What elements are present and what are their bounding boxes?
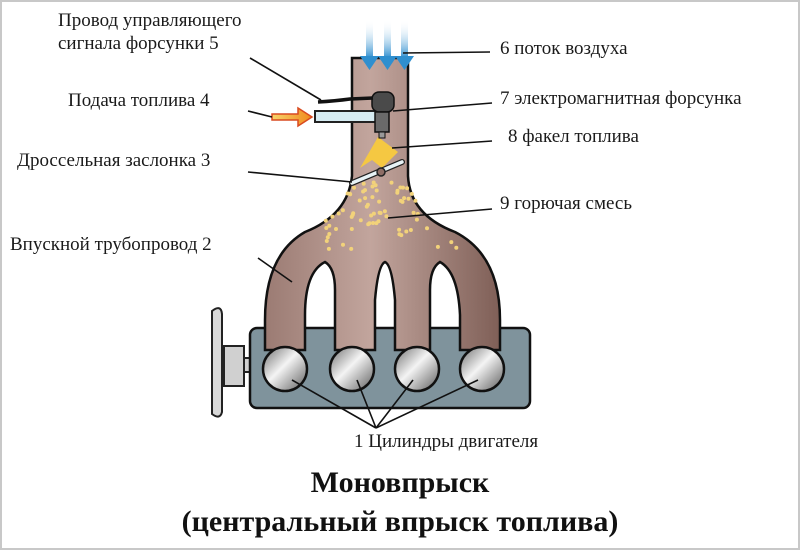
fuel-droplet: [326, 246, 331, 251]
label-mixture: 9 горючая смесь: [500, 193, 632, 214]
fuel-droplet: [405, 186, 410, 191]
injector: [371, 91, 395, 139]
fuel-droplet: [330, 214, 335, 219]
air-flow-arrows: [360, 20, 414, 70]
fuel-droplet: [435, 244, 440, 249]
fuel-droplet: [350, 212, 355, 217]
fuel-droplet: [398, 198, 403, 203]
fuel-droplet: [325, 235, 330, 240]
label-injector: 7 электромагнитная форсунка: [500, 88, 742, 109]
fuel-droplet: [334, 227, 338, 231]
fuel-droplet: [370, 195, 375, 200]
fuel-droplet: [374, 221, 379, 226]
label-control-wire-2: сигнала форсунки 5: [58, 33, 219, 54]
fuel-droplet: [454, 245, 459, 250]
fuel-droplet: [382, 209, 387, 214]
fuel-droplet: [402, 196, 407, 201]
fuel-droplet: [377, 199, 382, 204]
fuel-droplet: [349, 227, 354, 231]
fuel-droplet: [401, 185, 405, 190]
diagram-title: Моновпрыск: [310, 466, 490, 499]
fuel-droplet: [449, 240, 454, 245]
label-air-flow: 6 поток воздуха: [500, 38, 628, 59]
fuel-droplet: [323, 218, 328, 223]
fuel-droplet: [397, 227, 402, 232]
fuel-droplet: [366, 222, 371, 227]
fuel-droplet: [371, 180, 376, 185]
fuel-droplet: [363, 196, 368, 201]
fuel-droplet: [425, 226, 429, 231]
fuel-droplet: [341, 242, 345, 247]
label-intake-manifold: Впускной трубопровод 2: [10, 234, 212, 255]
fuel-droplet: [377, 210, 382, 215]
throttle-valve: [349, 159, 405, 186]
label-fuel-supply: Подача топлива 4: [68, 90, 210, 111]
fuel-droplet: [408, 228, 413, 232]
fuel-droplet: [389, 180, 394, 185]
fuel-droplet: [349, 246, 354, 251]
fuel-droplet: [384, 214, 389, 219]
fuel-droplet: [371, 211, 376, 216]
fuel-droplet: [371, 221, 376, 225]
fuel-droplet: [409, 191, 414, 196]
fuel-droplet: [414, 217, 419, 222]
fuel-droplet: [395, 188, 400, 193]
fuel-droplet: [357, 198, 362, 203]
fuel-spray: [360, 137, 398, 168]
label-control-wire-1: Провод управляющего: [58, 10, 242, 31]
fuel-droplet: [336, 211, 341, 216]
fuel-droplet: [324, 226, 329, 230]
fuel-droplet: [404, 229, 409, 234]
fuel-supply-arrow: [271, 106, 314, 128]
leader-lines: [247, 51, 493, 429]
fuel-droplet: [324, 239, 329, 243]
fuel-droplet: [373, 183, 378, 188]
fuel-droplet: [361, 189, 366, 194]
fuel-droplet: [327, 232, 332, 236]
fuel-droplet: [374, 188, 379, 193]
fuel-droplet: [411, 210, 416, 215]
cylinders: [261, 345, 506, 393]
label-cylinders: 1 Цилиндры двигателя: [354, 431, 539, 452]
fuel-droplet: [361, 181, 366, 186]
fuel-droplet: [345, 191, 350, 196]
fuel-droplet: [369, 213, 374, 218]
fuel-droplet: [352, 185, 356, 190]
fan: [211, 307, 255, 418]
fuel-droplet: [413, 198, 418, 203]
fuel-droplet: [327, 223, 332, 228]
label-throttle: Дроссельная заслонка 3: [17, 150, 211, 171]
fuel-droplet: [406, 196, 411, 201]
fuel-mixture-droplets: [323, 180, 459, 251]
diagram-subtitle: (центральный впрыск топлива): [181, 505, 619, 538]
fuel-droplet: [358, 218, 363, 223]
label-fuel-spray: 8 факел топлива: [508, 126, 639, 147]
fuel-droplet: [340, 208, 345, 213]
fuel-droplet: [397, 232, 402, 237]
intake-manifold: [263, 56, 502, 352]
control-wire: [317, 96, 374, 104]
fuel-droplet: [365, 202, 370, 207]
fuel-droplet: [370, 184, 375, 189]
